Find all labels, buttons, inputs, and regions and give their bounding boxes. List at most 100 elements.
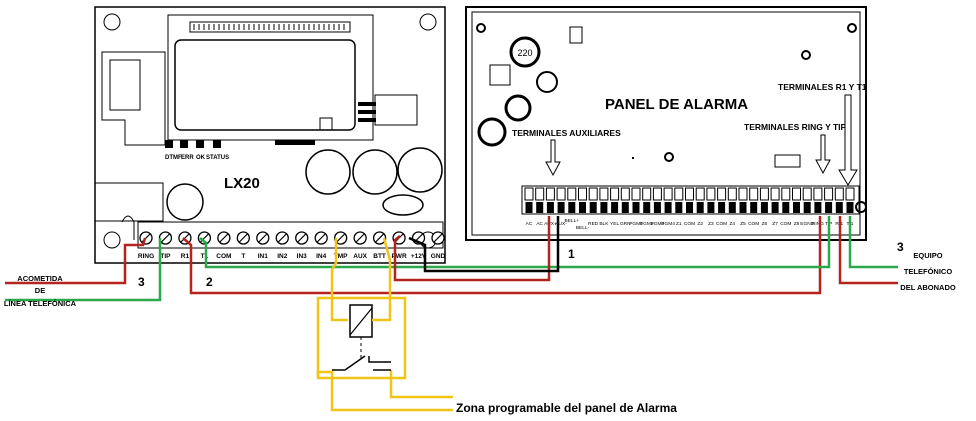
panel-terminal-label: EGND <box>800 221 814 227</box>
panel-dot <box>632 157 634 159</box>
equipo-line2: TELEFÓNICO <box>904 267 952 276</box>
mount-hole <box>419 13 437 31</box>
panel-terminal-label: BELL- <box>576 225 590 231</box>
panel-terminal-label: COM <box>748 221 759 227</box>
panel-terminal-screw <box>846 202 854 213</box>
panel-capacitor <box>504 94 532 122</box>
lx20-terminal-label: COM <box>216 253 231 260</box>
panel-regulator <box>489 64 511 86</box>
panel-terminal-block <box>642 187 652 201</box>
mount-hole <box>476 23 486 33</box>
screw-slot <box>238 233 248 243</box>
buzzer <box>166 183 204 221</box>
wire-green-acometida <box>5 238 162 302</box>
panel-terminal-label: AC <box>526 221 533 227</box>
panel-terminal-screw <box>728 202 736 213</box>
panel-terminal-block <box>652 187 662 201</box>
wire-black-aux-gnd <box>408 216 560 273</box>
wire-yellow-zone-b <box>389 370 453 399</box>
r1-t1-terminals-label: TERMINALES R1 Y T1 <box>778 82 867 92</box>
callout-3-right: 3 <box>897 240 904 254</box>
lx20-terminal-label: TMP <box>334 253 348 260</box>
panel-terminal-label: PGM2 <box>640 221 654 227</box>
panel-terminal-strip <box>521 185 860 215</box>
panel-terminal-label: RED <box>588 221 599 227</box>
screw-slot <box>180 233 190 243</box>
panel-led <box>774 154 801 168</box>
capacitor <box>352 149 398 195</box>
mount-hole <box>103 13 121 31</box>
panel-terminal-screw <box>750 202 758 213</box>
arrow-r1-t1 <box>838 94 858 186</box>
wires <box>5 216 898 412</box>
aux-terminals-label: TERMINALES AUXILIARES <box>512 128 621 138</box>
panel-terminal-screw <box>814 202 822 213</box>
lx20-terminal-label: T <box>241 253 245 260</box>
panel-terminal-screw <box>664 202 672 213</box>
chip-220 <box>509 36 541 68</box>
indicator-label-status: STATUS <box>206 155 229 161</box>
crystal <box>382 194 424 216</box>
panel-terminal-label: BELL+ <box>565 218 580 224</box>
ring-tip-terminals-label: TERMINALES RING Y TIP <box>744 122 847 132</box>
lx20-outline <box>94 6 446 264</box>
panel-terminal-screw <box>632 202 640 213</box>
chip-220-label: 220 <box>517 48 532 58</box>
panel-component <box>569 26 583 44</box>
wire-red-abonado <box>838 216 898 285</box>
screw-slot <box>433 233 443 243</box>
panel-terminal-block <box>759 187 769 201</box>
panel-terminal-block <box>834 187 844 201</box>
panel-terminal-block <box>545 187 555 201</box>
wire-yellow-aux <box>330 238 348 322</box>
lx20-terminal-label: AUX <box>353 253 367 260</box>
panel-terminal-block <box>556 187 566 201</box>
panel-terminal-block <box>567 187 577 201</box>
lx20-terminal-label: IN2 <box>277 253 288 260</box>
panel-terminal-block <box>610 187 620 201</box>
panel-terminal-label: GRN <box>620 221 631 227</box>
lx20-terminal-label: T1 <box>201 253 209 260</box>
panel-terminal-label: Z3 <box>708 221 714 227</box>
panel-terminal-block <box>824 187 834 201</box>
panel-terminal-block <box>599 187 609 201</box>
panel-terminal-screw <box>739 202 747 213</box>
panel-terminal-screw <box>771 202 779 213</box>
panel-terminal-screw <box>686 202 693 213</box>
panel-terminal-block <box>770 187 780 201</box>
panel-terminal-label: COM <box>780 221 791 227</box>
screw-slot <box>375 233 385 243</box>
lx20-terminal-label: IN3 <box>297 253 308 260</box>
screw-slot <box>316 233 326 243</box>
indicator-label-err: ERR <box>181 155 194 161</box>
panel-terminal-screw <box>579 202 586 213</box>
wire-red-aux-12v <box>393 216 551 282</box>
equipo-line1: EQUIPO <box>913 251 942 260</box>
panel-terminal-label: AUX- <box>555 221 567 227</box>
alarm-panel: 220 PANEL DE ALARMA TERMINALES AUXILIARE… <box>465 6 867 241</box>
relay-coil-diag <box>349 307 373 336</box>
screw-slot <box>277 233 287 243</box>
panel-screws <box>524 187 855 213</box>
panel-terminal-block <box>781 187 791 201</box>
panel-terminal-screw <box>536 202 544 213</box>
arrow-ring-tip <box>815 134 831 175</box>
callout-1: 1 <box>568 247 575 261</box>
panel-terminal-block <box>588 187 598 201</box>
panel-terminal-label: Z1 <box>676 221 682 227</box>
acometida-line1: ACOMETIDA <box>17 274 63 283</box>
display-screen <box>174 39 356 131</box>
panel-terminal-screw <box>546 202 554 213</box>
zona-label: Zona programable del panel de Alarma <box>456 401 677 415</box>
lx20-terminal-label: R1 <box>181 253 190 260</box>
panel-terminal-screw <box>760 202 768 213</box>
panel-terminal-block <box>663 187 673 201</box>
wire-yellow-tmp <box>372 237 392 322</box>
capacitor <box>305 149 351 195</box>
panel-terminal-label: PGM3 <box>651 221 665 227</box>
lx20-terminal-label: TIP <box>160 253 171 260</box>
panel-terminal-label: AUX+ <box>544 221 557 227</box>
